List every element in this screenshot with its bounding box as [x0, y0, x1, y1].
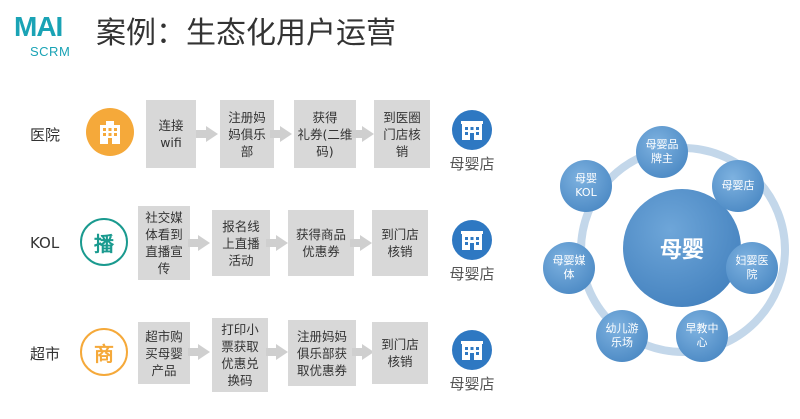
node-label: 母婴店 — [721, 179, 755, 192]
row-label-supermarket: 超市 — [30, 345, 61, 363]
store-building-icon — [452, 330, 492, 370]
node-label: 幼儿游 乐场 — [605, 322, 639, 349]
store-building-icon — [452, 220, 492, 260]
arrow-icon — [352, 126, 374, 142]
flow-step-1: 连接 wifi — [146, 100, 196, 168]
commerce-char-icon: 商 — [80, 328, 128, 376]
node-label: 母婴品 牌主 — [645, 138, 679, 165]
arrow-icon — [266, 235, 288, 251]
node-label: 母婴媒 体 — [552, 254, 586, 281]
step-text: 超市购 买母婴 产品 — [145, 328, 183, 378]
step-text: 获得商品 优惠券 — [295, 227, 346, 259]
row-label-hospital: 医院 — [30, 126, 61, 144]
ecosystem-center: 母婴 — [623, 189, 741, 307]
arrow-icon — [266, 344, 288, 360]
step-text: 注册妈 妈俱乐 部 — [228, 109, 266, 159]
store-label: 母婴店 — [449, 265, 495, 283]
arrow-icon — [352, 344, 374, 360]
flow-step-3: 注册妈妈 俱乐部获 取优惠券 — [288, 320, 356, 386]
ring-node-media: 母婴媒 体 — [543, 242, 595, 294]
broadcast-char-icon: 播 — [80, 218, 128, 266]
step-text: 注册妈妈 俱乐部获 取优惠券 — [296, 328, 347, 378]
ring-node-playground: 幼儿游 乐场 — [596, 310, 648, 362]
flow-step-4: 到医圈 门店核 销 — [374, 100, 430, 168]
store-building-icon — [452, 110, 492, 150]
node-label: 母婴 KOL — [575, 172, 597, 199]
logo-mark: MAI — [14, 11, 63, 42]
store-destination: 母婴店 — [442, 110, 502, 174]
row-label-kol: KOL — [30, 234, 60, 252]
ring-node-early-education: 早教中 心 — [676, 310, 728, 362]
arrow-icon — [196, 126, 218, 142]
flow-step-3: 获得商品 优惠券 — [288, 210, 354, 276]
step-text: 到医圈 门店核 销 — [383, 109, 421, 159]
step-text: 打印小 票获取 优惠兑 换码 — [221, 322, 259, 388]
store-label: 母婴店 — [449, 375, 495, 393]
ring-node-store: 母婴店 — [712, 160, 764, 212]
flow-step-2: 打印小 票获取 优惠兑 换码 — [212, 318, 268, 392]
store-label: 母婴店 — [449, 155, 495, 173]
flow-step-1: 超市购 买母婴 产品 — [138, 322, 190, 384]
flow-step-1: 社交媒 体看到 直播宣 传 — [138, 206, 190, 280]
arrow-icon — [270, 126, 292, 142]
store-destination: 母婴店 — [442, 220, 502, 284]
flow-step-2: 注册妈 妈俱乐 部 — [220, 100, 274, 168]
node-label: 妇婴医 院 — [735, 254, 769, 281]
flow-step-2: 报名线 上直播 活动 — [212, 210, 270, 276]
arrow-icon — [350, 235, 372, 251]
flow-step-3: 获得 礼券(二维 码) — [294, 100, 356, 168]
step-text: 到门店 核销 — [381, 337, 419, 369]
store-destination: 母婴店 — [442, 330, 502, 394]
step-text: 连接 wifi — [158, 118, 184, 150]
arrow-icon — [188, 235, 210, 251]
node-label: 早教中 心 — [685, 322, 719, 349]
ring-node-brand-owner: 母婴品 牌主 — [636, 126, 688, 178]
flow-step-4: 到门店 核销 — [372, 210, 428, 276]
arrow-icon — [188, 344, 210, 360]
logo-subtitle: SCRM — [30, 44, 71, 59]
ring-node-hospital: 妇婴医 院 — [726, 242, 778, 294]
step-text: 到门店 核销 — [381, 227, 419, 259]
step-text: 社交媒 体看到 直播宣 传 — [145, 210, 183, 276]
step-text: 获得 礼券(二维 码) — [297, 109, 353, 159]
flow-step-4: 到门店 核销 — [372, 322, 428, 384]
step-text: 报名线 上直播 活动 — [222, 218, 260, 268]
page-title: 案例：生态化用户运营 — [96, 16, 396, 51]
brand-logo: MAI SCRM — [14, 12, 94, 64]
ring-node-kol: 母婴 KOL — [560, 160, 612, 212]
hospital-building-icon — [86, 108, 134, 156]
